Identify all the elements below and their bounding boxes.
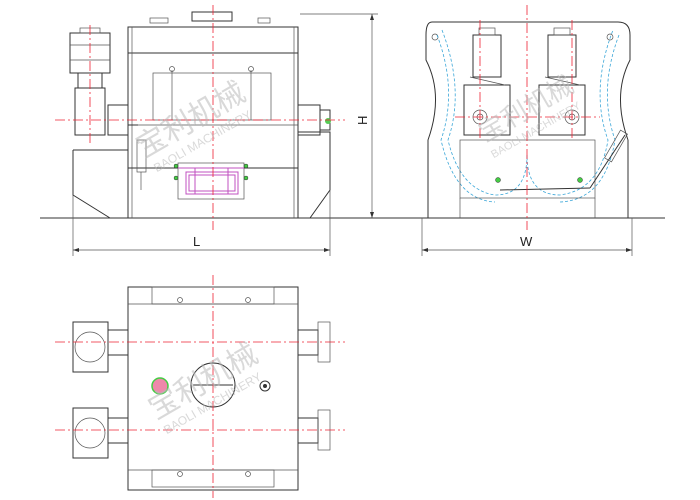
- length-dimension: L: [72, 190, 331, 256]
- top-view: [55, 275, 345, 498]
- height-dimension: H: [300, 13, 378, 218]
- length-label: L: [193, 234, 200, 249]
- height-label: H: [355, 116, 370, 125]
- side-view: [425, 5, 631, 230]
- width-dimension: W: [421, 218, 633, 256]
- width-label: W: [520, 234, 533, 249]
- front-view: [55, 5, 345, 230]
